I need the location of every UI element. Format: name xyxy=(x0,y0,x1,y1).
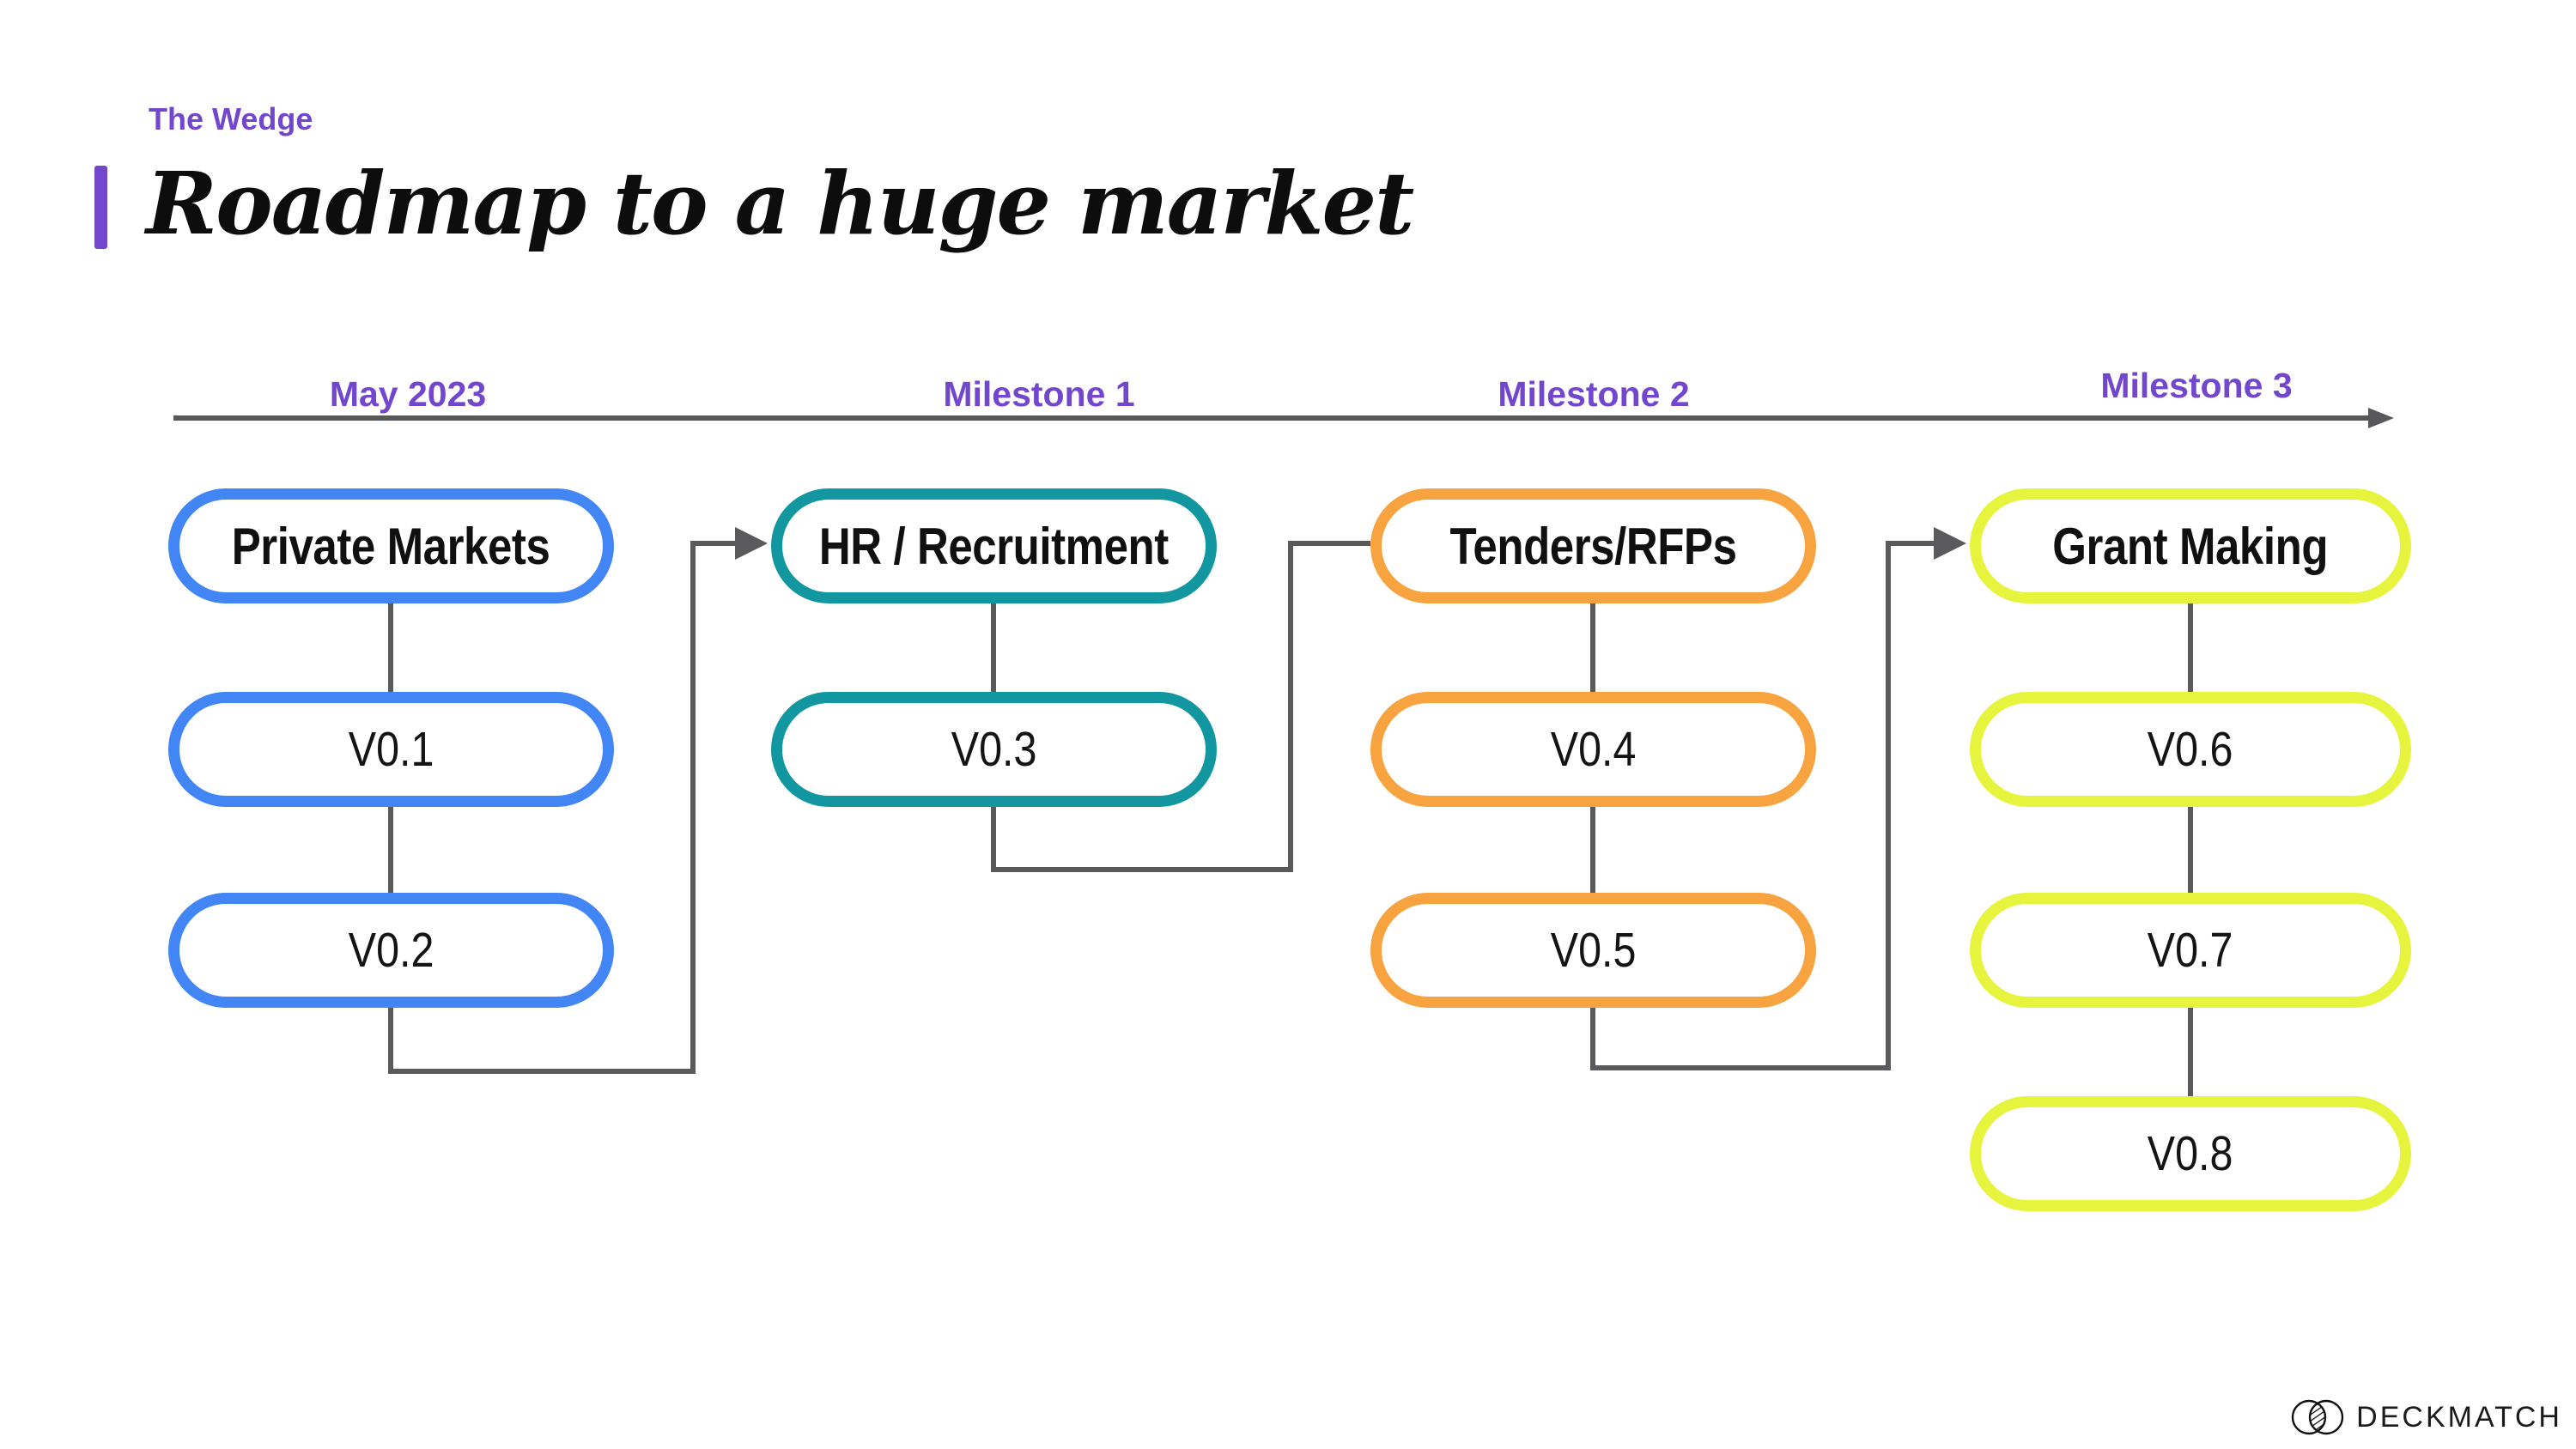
timeline-label-may-2023: May 2023 xyxy=(329,374,487,414)
timeline-arrowhead-icon xyxy=(2368,408,2394,428)
version-label: V0.7 xyxy=(2148,923,2233,978)
connector-v03-riser xyxy=(1288,541,1293,872)
timeline-axis xyxy=(173,415,2372,421)
node-v0-7: V0.7 xyxy=(1970,893,2411,1008)
node-v0-5: V0.5 xyxy=(1370,893,1816,1008)
connector-v03-top xyxy=(1288,541,1370,546)
node-v0-3: V0.3 xyxy=(771,692,1217,807)
node-v0-8: V0.8 xyxy=(1970,1096,2411,1211)
connector-col1-header-v01 xyxy=(388,603,393,692)
connector-v02-riser xyxy=(690,541,696,1074)
node-grant-making: Grant Making xyxy=(1970,488,2411,603)
node-header-label: Private Markets xyxy=(232,517,550,575)
arrowhead-into-hr-icon xyxy=(735,527,768,560)
connector-col2-header-v03 xyxy=(991,603,996,692)
connector-col4-v07-v08 xyxy=(2188,1008,2193,1096)
node-v0-6: V0.6 xyxy=(1970,692,2411,807)
node-hr-recruitment: HR / Recruitment xyxy=(771,488,1217,603)
connector-v02-horizontal xyxy=(388,1069,696,1074)
node-header-label: Grant Making xyxy=(2052,517,2329,575)
connector-col3-v04-v05 xyxy=(1590,807,1595,893)
version-label: V0.5 xyxy=(1550,923,1637,978)
timeline-label-milestone-2: Milestone 2 xyxy=(1498,374,1690,414)
venn-circles-icon xyxy=(2291,1399,2344,1435)
eyebrow-label: The Wedge xyxy=(149,101,313,136)
version-label: V0.2 xyxy=(348,923,434,978)
connector-col3-header-v04 xyxy=(1590,603,1595,692)
node-private-markets: Private Markets xyxy=(168,488,614,603)
connector-v03-horizontal xyxy=(991,867,1293,872)
connector-v05-stub xyxy=(1590,1008,1595,1070)
timeline-label-milestone-1: Milestone 1 xyxy=(943,374,1135,414)
title-accent-bar xyxy=(94,166,107,249)
version-label: V0.4 xyxy=(1550,722,1637,777)
node-header-label: Tenders/RFPs xyxy=(1449,517,1737,575)
connector-col4-v06-v07 xyxy=(2188,807,2193,893)
brand-name: DECKMATCH xyxy=(2356,1400,2562,1434)
version-label: V0.3 xyxy=(951,722,1037,777)
connector-v05-horizontal xyxy=(1590,1065,1891,1070)
connector-v03-stub xyxy=(991,807,996,872)
connector-v02-stub xyxy=(388,1008,393,1074)
connector-col1-v01-v02 xyxy=(388,807,393,893)
connector-v05-top xyxy=(1886,541,1935,546)
node-tenders-rfps: Tenders/RFPs xyxy=(1370,488,1816,603)
node-v0-4: V0.4 xyxy=(1370,692,1816,807)
version-label: V0.6 xyxy=(2148,722,2233,777)
timeline-label-milestone-3: Milestone 3 xyxy=(2100,366,2293,405)
connector-v05-riser xyxy=(1886,541,1891,1070)
version-label: V0.8 xyxy=(2148,1126,2233,1181)
brand-footer: DECKMATCH xyxy=(2289,1397,2562,1437)
connector-col4-header-v06 xyxy=(2188,603,2193,692)
node-header-label: HR / Recruitment xyxy=(819,517,1169,575)
page-title: Roadmap to a huge market xyxy=(146,153,1414,254)
connector-v02-top xyxy=(690,541,737,546)
node-v0-2: V0.2 xyxy=(168,893,614,1008)
arrowhead-into-grant-making-icon xyxy=(1934,527,1966,560)
node-v0-1: V0.1 xyxy=(168,692,614,807)
version-label: V0.1 xyxy=(348,722,434,777)
